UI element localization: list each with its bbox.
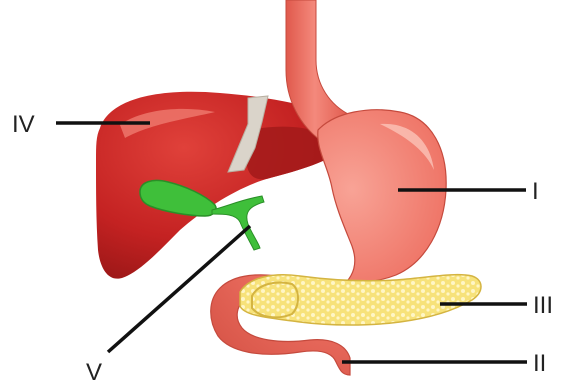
bile-duct (212, 196, 264, 250)
label-gallbladder: V (86, 359, 102, 386)
pancreas (240, 275, 481, 325)
label-liver: IV (12, 111, 35, 138)
label-pancreas: III (533, 292, 553, 319)
label-stomach: I (532, 178, 539, 205)
label-duodenum: II (533, 350, 546, 377)
